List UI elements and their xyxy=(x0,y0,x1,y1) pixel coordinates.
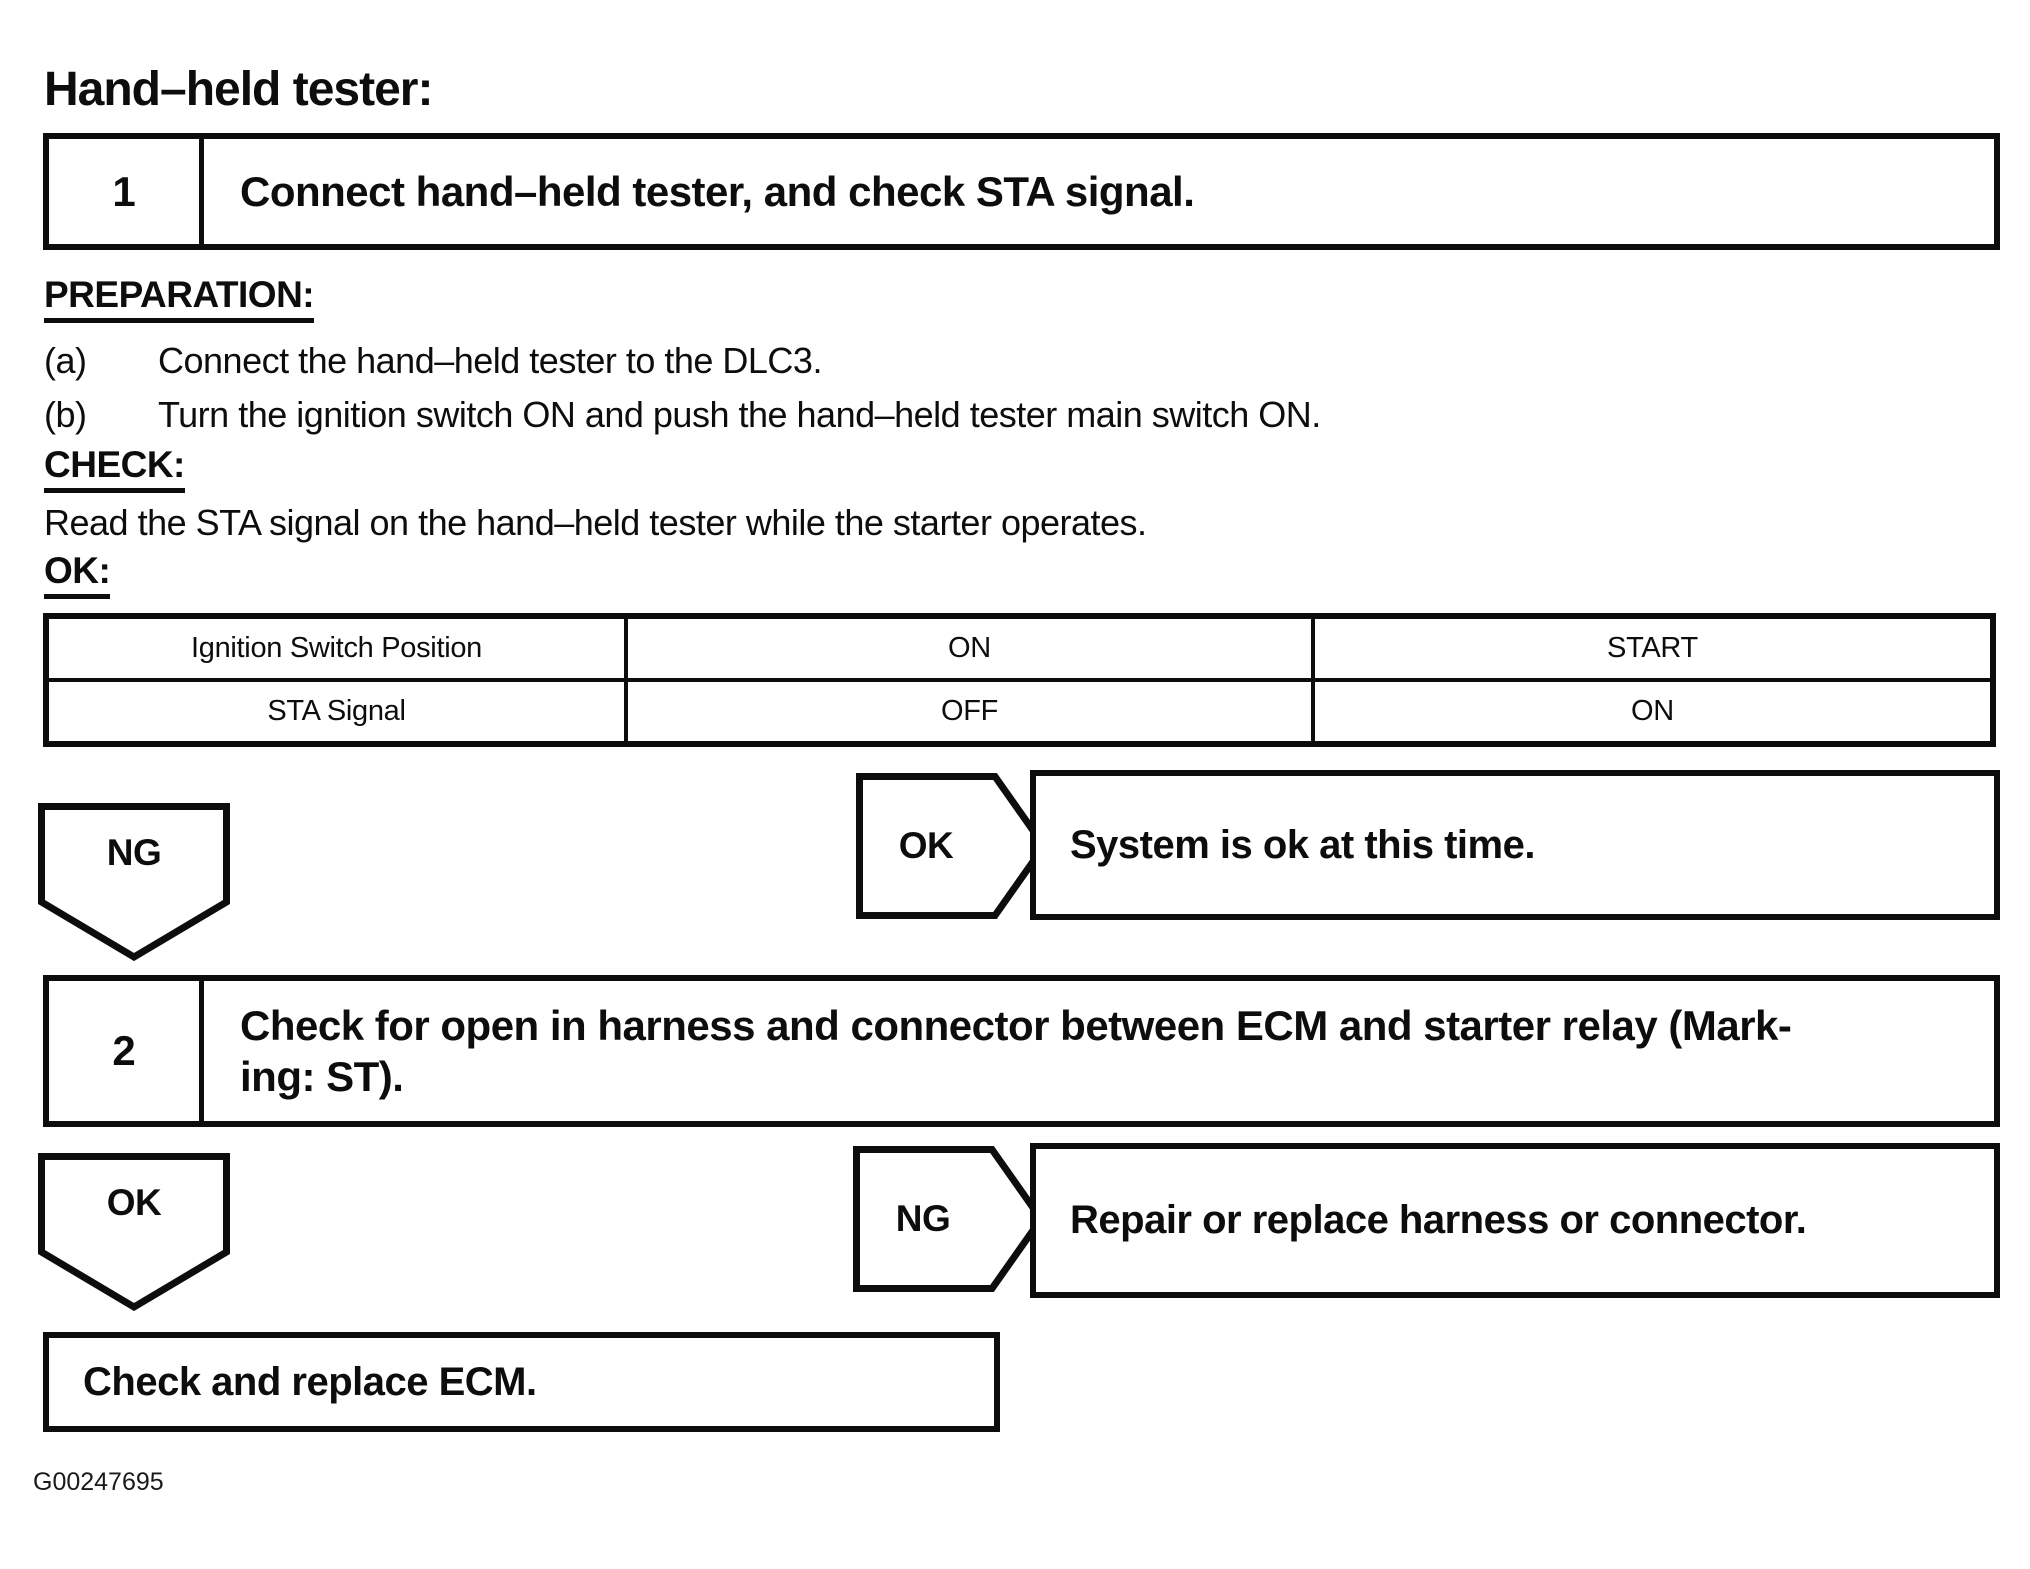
preparation-item-a-text: Connect the hand–held tester to the DLC3… xyxy=(158,340,822,381)
table-cell-sta-on: ON xyxy=(1311,678,1995,746)
step-1-instruction: Connect hand–held tester, and check STA … xyxy=(204,139,1994,244)
step2-ng-label: NG xyxy=(895,1198,951,1239)
step1-ok-label: OK xyxy=(898,825,954,866)
check-heading: CHECK: xyxy=(44,444,185,493)
step2-ng-flow-arrow-right: NG xyxy=(853,1146,1045,1292)
preparation-item-b-label: (b) xyxy=(44,394,87,435)
table-cell-sta-label: STA Signal xyxy=(44,678,628,746)
table-cell-sta-off: OFF xyxy=(624,678,1315,746)
step-2-instruction-text: Check for open in harness and connector … xyxy=(240,1001,1792,1100)
step-1-instruction-text: Connect hand–held tester, and check STA … xyxy=(240,167,1195,215)
check-text: Read the STA signal on the hand–held tes… xyxy=(44,502,1147,543)
step1-ok-flow-arrow-right: OK xyxy=(856,773,1048,919)
step2-ok-flow-arrow-down: OK xyxy=(38,1153,230,1311)
table-cell-ignition-start: START xyxy=(1311,614,1995,682)
pentagon-down-icon xyxy=(38,1153,230,1311)
table-row: Ignition Switch Position ON START xyxy=(44,614,1995,682)
table-row: STA Signal OFF ON xyxy=(44,678,1995,746)
final-action-box: Check and replace ECM. xyxy=(43,1332,1000,1432)
step-2-instruction: Check for open in harness and connector … xyxy=(204,981,1994,1121)
step-1-box: 1 Connect hand–held tester, and check ST… xyxy=(43,133,2000,250)
step-1-number: 1 xyxy=(49,139,204,244)
step-2-box: 2 Check for open in harness and connecto… xyxy=(43,975,2000,1127)
pentagon-right-icon xyxy=(853,1146,1045,1292)
preparation-item-a-label: (a) xyxy=(44,340,87,381)
step2-ok-label: OK xyxy=(106,1182,162,1223)
step-2-number: 2 xyxy=(49,981,204,1121)
preparation-item-b-text: Turn the ignition switch ON and push the… xyxy=(158,394,1321,435)
page-title: Hand–held tester: xyxy=(44,63,433,116)
table-cell-ignition-label: Ignition Switch Position xyxy=(44,614,628,682)
step1-ok-result-box: System is ok at this time. xyxy=(1030,770,2000,920)
figure-id: G00247695 xyxy=(33,1468,164,1496)
table-cell-ignition-on: ON xyxy=(624,614,1315,682)
step1-ng-flow-arrow-down: NG xyxy=(38,803,230,961)
pentagon-down-icon xyxy=(38,803,230,961)
step2-ng-result-box: Repair or replace harness or connector. xyxy=(1030,1143,2000,1298)
step1-ng-label: NG xyxy=(106,832,162,873)
preparation-heading: PREPARATION: xyxy=(44,274,315,323)
pentagon-right-icon xyxy=(856,773,1048,919)
ok-heading: OK: xyxy=(44,550,111,599)
signal-table: Ignition Switch Position ON START STA Si… xyxy=(43,613,1996,747)
